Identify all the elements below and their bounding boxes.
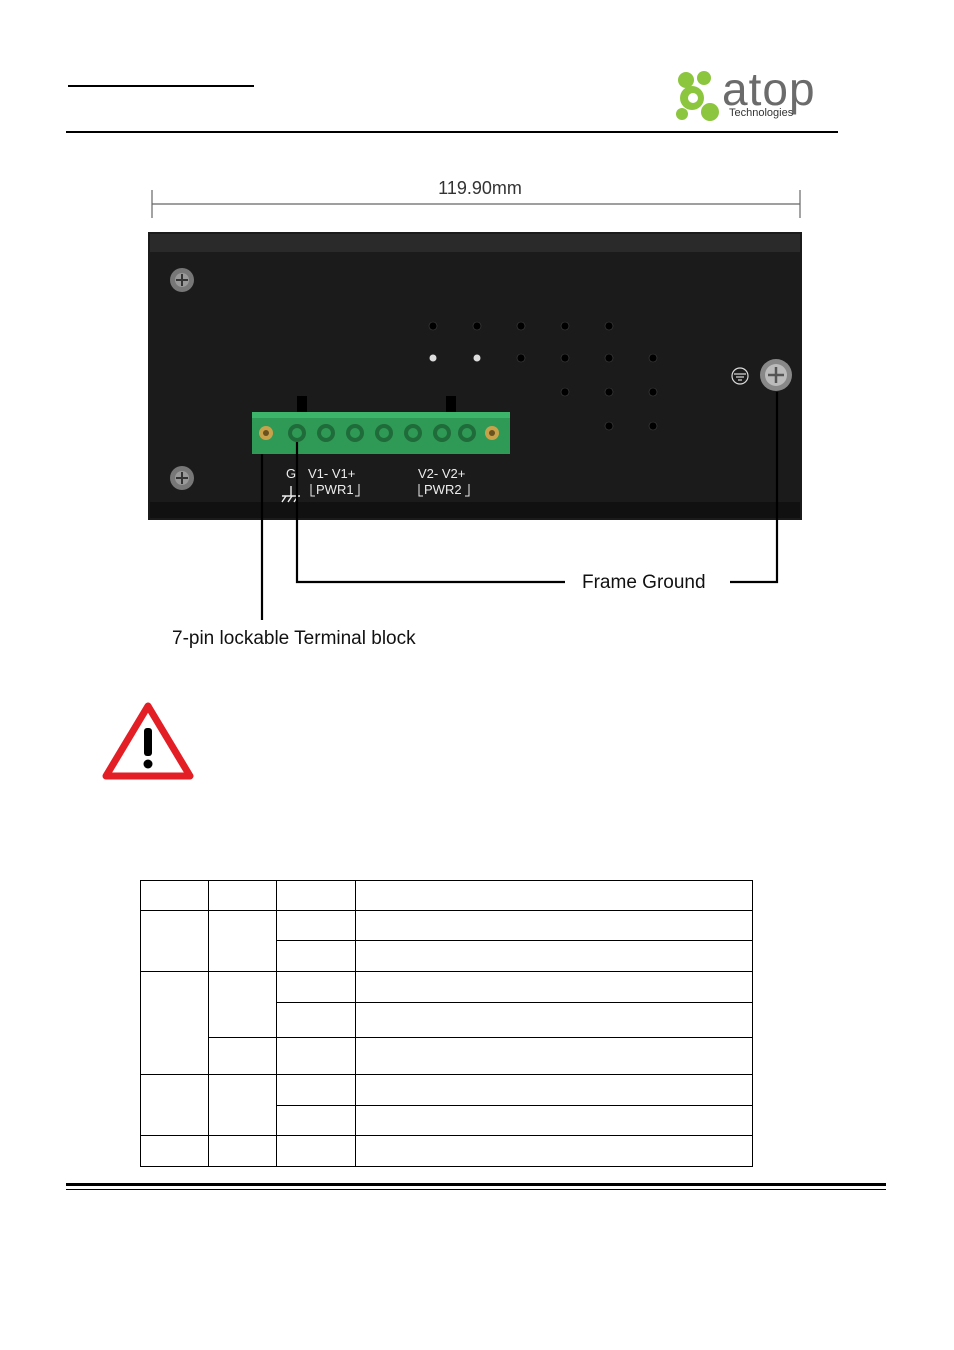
brand-name: atop <box>722 63 816 115</box>
terminal-block-label: 7-pin lockable Terminal block <box>172 628 416 649</box>
terminal-lock-left <box>297 396 307 412</box>
vent-holes <box>428 321 658 431</box>
vent-led-1 <box>429 354 437 362</box>
table-row <box>140 910 753 972</box>
terminal-lock-right <box>446 396 456 412</box>
brand-subtitle: Technologies <box>729 107 794 119</box>
frame-ground-leader-right <box>730 392 779 584</box>
vent-led-2 <box>473 354 481 362</box>
dimension-label: 119.90mm <box>438 178 522 198</box>
screw-bottom-left <box>170 466 194 490</box>
atop-logo-icon <box>676 71 719 121</box>
footer-rule-thick <box>66 1183 886 1186</box>
table-row <box>141 1002 753 1038</box>
pin-label-pwr1: PWR1 <box>316 482 354 497</box>
header-rule <box>66 131 838 133</box>
table-row <box>140 1074 753 1136</box>
header-short-rule <box>68 85 254 87</box>
device-chassis <box>148 232 802 520</box>
table-row <box>140 971 753 1075</box>
screw-top-left <box>170 268 194 292</box>
frame-ground-label: Frame Ground <box>582 572 706 593</box>
terminal-block <box>252 412 510 454</box>
power-pin-table <box>140 880 753 1167</box>
pin-label-v1: V1- V1+ <box>308 466 355 481</box>
table-row <box>140 1135 753 1167</box>
table-row <box>141 1037 753 1075</box>
footer-rule-thin <box>66 1189 886 1190</box>
pin-label-v2: V2- V2+ <box>418 466 465 481</box>
frame-ground-leader-left <box>295 442 565 584</box>
warning-triangle-icon <box>102 702 194 780</box>
table-row <box>140 880 753 911</box>
pin-label-g: G <box>286 466 296 481</box>
device-diagram: 119.90mm <box>148 178 802 649</box>
frame-ground-screw <box>760 359 792 391</box>
chassis-ground-icon <box>281 486 300 503</box>
pin-label-pwr2: PWR2 <box>424 482 462 497</box>
ground-symbol-icon <box>731 367 749 385</box>
